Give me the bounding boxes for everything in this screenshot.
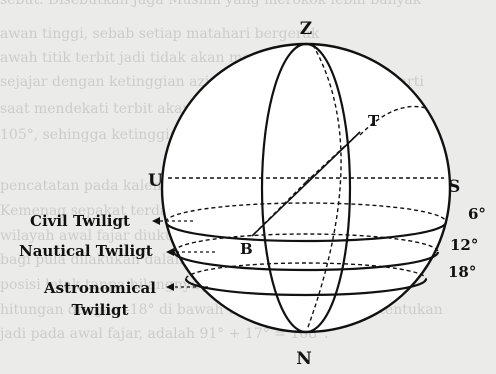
- sphere-fill: [162, 44, 450, 332]
- nadir-label: N: [296, 349, 312, 369]
- zenith-label: Z: [300, 19, 312, 39]
- nautical-twilight-label: Nautical Twiligt: [19, 242, 153, 260]
- twilight-bands-back: [165, 202, 447, 280]
- astronomical-twilight-label-line1: Astronomical: [43, 279, 156, 297]
- east-point-label: S: [448, 177, 460, 197]
- west-point-label: U: [148, 171, 163, 191]
- degree-18-label: 18°: [448, 263, 476, 281]
- observer-label: B: [240, 240, 253, 258]
- star-hour-circle: [359, 105, 427, 136]
- degree-6-label: 6°: [468, 205, 486, 223]
- astronomical-band-back: [185, 262, 427, 280]
- sphere-outline: [160, 42, 452, 334]
- star-label: T: [368, 112, 380, 130]
- nautical-band-front: [172, 251, 440, 272]
- civil-twilight-label: Civil Twiligt: [30, 212, 130, 230]
- civil-band-back: [165, 202, 447, 223]
- degree-12-label: 12°: [450, 236, 478, 254]
- star-vertical-circle: [306, 44, 342, 331]
- civil-band-front: [164, 221, 448, 243]
- nautical-band-back: [173, 233, 439, 253]
- astronomical-twilight-label-line2: Twiligt: [72, 301, 129, 319]
- twilight-arrows: [152, 217, 215, 291]
- observer-to-star-line: [251, 131, 361, 237]
